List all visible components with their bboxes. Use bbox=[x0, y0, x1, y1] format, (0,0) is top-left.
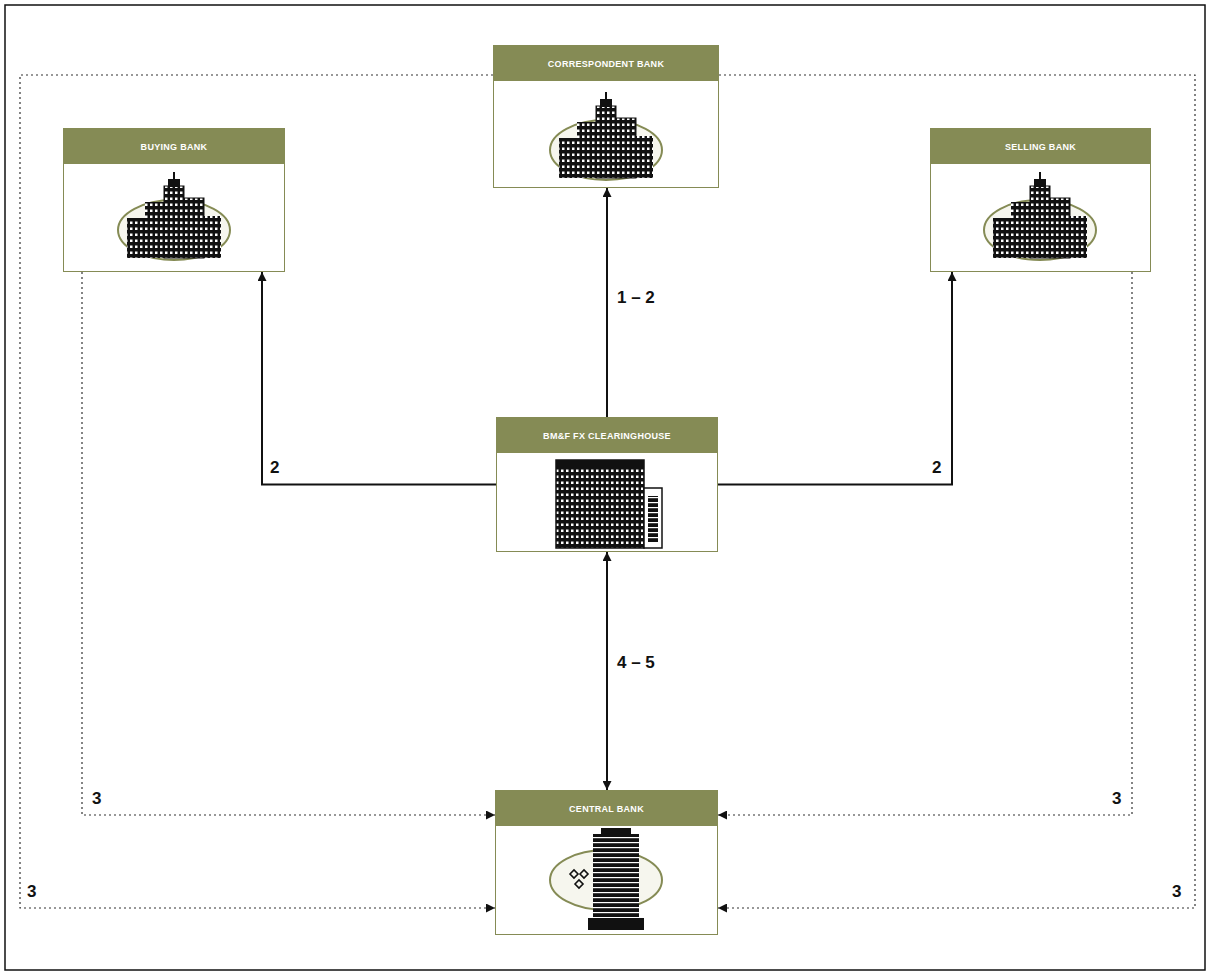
step-number: 3 bbox=[92, 789, 101, 809]
dotted-arrow bbox=[718, 272, 1132, 815]
step-number: 3 bbox=[27, 882, 36, 902]
dotted-arrow bbox=[718, 75, 1195, 908]
box-title: BUYING BANK bbox=[141, 142, 208, 152]
building-icon bbox=[984, 172, 1096, 260]
dotted-arrow bbox=[20, 75, 495, 908]
building-icon bbox=[550, 92, 662, 180]
bank-box: SELLING BANK bbox=[930, 128, 1151, 272]
clearinghouse-icon bbox=[556, 460, 662, 548]
building-icon bbox=[118, 172, 230, 260]
dotted-arrow bbox=[82, 272, 495, 815]
box-header: CORRESPONDENT BANK bbox=[494, 46, 718, 81]
step-number: 3 bbox=[1172, 882, 1181, 902]
box-header: CENTRAL BANK bbox=[496, 791, 717, 826]
step-number: 2 bbox=[270, 458, 279, 478]
flow-arrow bbox=[262, 272, 496, 485]
box-title: SELLING BANK bbox=[1005, 142, 1076, 152]
box-header: BUYING BANK bbox=[64, 129, 284, 164]
central-bank-icon bbox=[550, 828, 662, 930]
step-number: 1 – 2 bbox=[617, 288, 655, 308]
step-number: 2 bbox=[932, 458, 941, 478]
box-title: CENTRAL BANK bbox=[569, 804, 644, 814]
bank-box: CENTRAL BANK bbox=[495, 790, 718, 935]
bank-box: CORRESPONDENT BANK bbox=[493, 45, 719, 188]
box-header: BM&F FX CLEARINGHOUSE bbox=[497, 418, 717, 453]
flow-arrow bbox=[718, 272, 952, 485]
step-number: 4 – 5 bbox=[617, 653, 655, 673]
box-title: CORRESPONDENT BANK bbox=[548, 59, 664, 69]
box-header: SELLING BANK bbox=[931, 129, 1150, 164]
flow-arrow bbox=[606, 188, 608, 417]
flow-arrow bbox=[606, 552, 608, 790]
bank-box: BUYING BANK bbox=[63, 128, 285, 272]
bank-box: BM&F FX CLEARINGHOUSE bbox=[496, 417, 718, 552]
frame bbox=[5, 5, 1205, 970]
step-number: 3 bbox=[1112, 789, 1121, 809]
box-title: BM&F FX CLEARINGHOUSE bbox=[543, 431, 671, 441]
